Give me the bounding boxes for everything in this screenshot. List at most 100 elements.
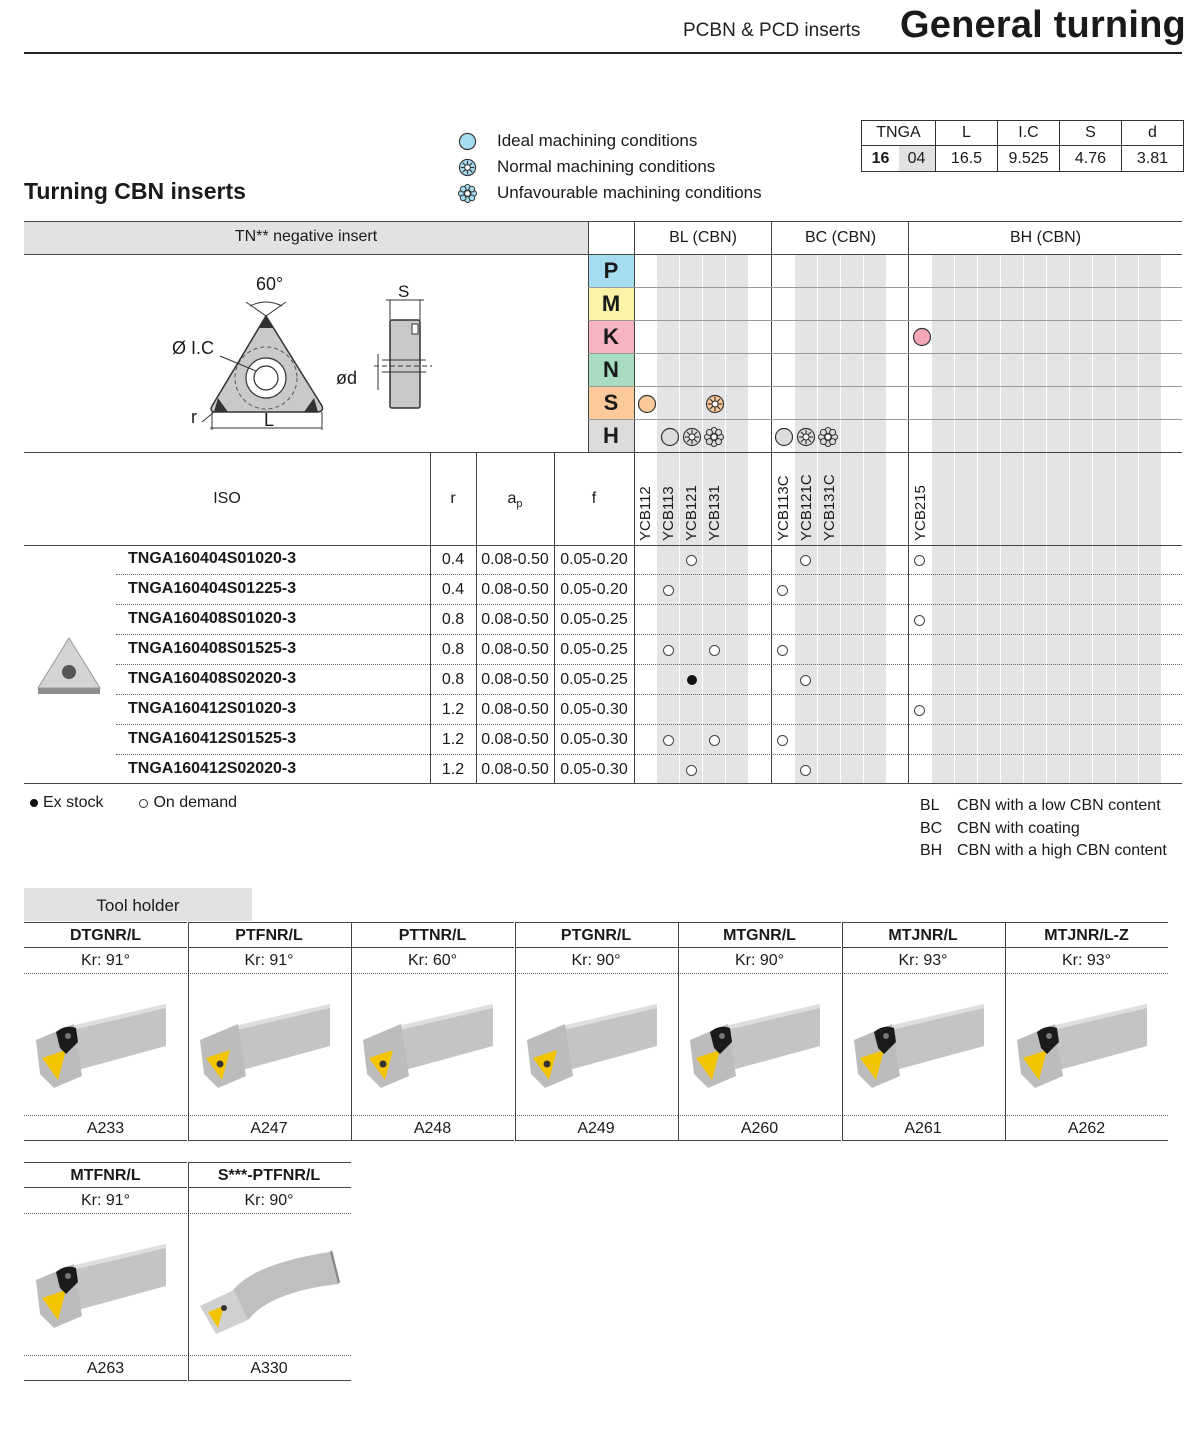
rule (24, 947, 187, 948)
row-separator (187, 1355, 351, 1356)
rule (514, 922, 678, 923)
holder-name: DTGNR/L (69, 927, 142, 944)
on-demand-circle-icon (709, 735, 720, 746)
grade-header: YCB131C (821, 474, 838, 541)
f-value: 0.05-0.20 (560, 581, 628, 598)
column-stripe (864, 254, 886, 783)
row-separator (351, 1115, 514, 1116)
r-value: 1.2 (441, 701, 465, 718)
holder-image (517, 984, 677, 1104)
iso-code: TNGA160412S01020-3 (128, 700, 297, 717)
rule (351, 1140, 514, 1141)
diagram-S: S (398, 282, 410, 301)
group-bl-label: BL (CBN) (669, 229, 737, 246)
tool-holder-title: Tool holder (96, 896, 180, 915)
ap-value: 0.08-0.50 (481, 581, 549, 598)
row-separator (514, 1115, 678, 1116)
ideal-circle-icon (458, 132, 477, 150)
holder-kr: Kr: 60° (407, 952, 458, 969)
rule (1005, 1140, 1168, 1141)
holder-kr: Kr: 93° (898, 952, 948, 969)
rule (1005, 947, 1168, 948)
cbn-insert-table: TN** negative insert BL (CBN) BC (CBN) B… (24, 221, 1182, 784)
column-stripe (1093, 254, 1115, 783)
holder-name: MTJNR/L (888, 927, 958, 944)
rule (841, 947, 1005, 948)
iso-code: TNGA160408S02020-3 (128, 670, 297, 687)
r-value: 0.8 (441, 641, 465, 658)
insert-header-bar (24, 221, 588, 254)
material-h: H (588, 420, 634, 452)
holder-page-ref[interactable]: A330 (250, 1360, 288, 1377)
holder-page-ref[interactable]: A247 (250, 1120, 288, 1137)
rule (24, 1162, 187, 1163)
column-stripe (726, 254, 748, 783)
f-header: f (591, 490, 597, 507)
iso-code: TNGA160412S02020-3 (128, 760, 297, 777)
rule (678, 1140, 841, 1141)
holder-image (680, 984, 840, 1104)
f-value: 0.05-0.25 (560, 611, 628, 628)
iso-code: TNGA160404S01225-3 (128, 580, 297, 597)
holder-kr: Kr: 93° (1061, 952, 1112, 969)
on-demand-circle-icon (914, 705, 925, 716)
rule (588, 287, 1182, 288)
rule (678, 922, 679, 1141)
group-bc-label: BC (CBN) (804, 229, 877, 246)
rule (430, 452, 431, 784)
rule (24, 254, 1182, 255)
holder-page-ref[interactable]: A263 (86, 1360, 125, 1377)
holder-image (353, 984, 513, 1104)
grade-header: YCB121C (798, 474, 815, 541)
holder-page-ref[interactable]: A260 (740, 1120, 779, 1137)
s-ideal-icon (637, 394, 657, 414)
machining-legend: Ideal machining conditions Normal machin… (458, 128, 762, 206)
material-n: N (588, 354, 634, 386)
r-value: 0.8 (441, 671, 465, 688)
rule (1005, 922, 1006, 1141)
legend-unfavourable: Unfavourable machining conditions (458, 180, 762, 206)
rule (678, 947, 841, 948)
on-demand-circle-icon (777, 645, 788, 656)
diagram-r: r (191, 407, 197, 427)
tool-holder-tab (24, 888, 252, 921)
holder-name: MTGNR/L (723, 927, 796, 944)
rule (351, 922, 352, 1141)
rule (24, 922, 187, 923)
holder-page-ref[interactable]: A248 (413, 1120, 452, 1137)
holder-page-ref[interactable]: A261 (904, 1120, 942, 1137)
rule (588, 353, 1182, 354)
holder-page-ref[interactable]: A262 (1067, 1120, 1106, 1137)
column-stripe (1024, 254, 1046, 783)
row-separator (116, 634, 1182, 635)
column-stripe (1070, 254, 1092, 783)
row-separator (187, 1115, 351, 1116)
holder-image (844, 984, 1004, 1104)
column-stripe (1139, 254, 1161, 783)
insert-photo (37, 637, 101, 694)
holder-image (190, 1224, 350, 1344)
holder-page-ref[interactable]: A249 (577, 1120, 615, 1137)
spec-size-rest: 04 (898, 146, 935, 171)
f-value: 0.05-0.30 (560, 731, 628, 748)
insert-header-label: TN** negative insert (234, 228, 378, 245)
rule (841, 922, 843, 1141)
tool-holder-card[interactable]: MTJNR/L Kr: 93° A261 (841, 922, 1005, 1142)
rule (841, 922, 1005, 923)
ap-value: 0.08-0.50 (481, 551, 549, 568)
rule (187, 1380, 351, 1381)
column-stripe (978, 254, 1000, 783)
holder-page-ref[interactable]: A233 (86, 1120, 125, 1137)
row-separator (116, 724, 1182, 725)
